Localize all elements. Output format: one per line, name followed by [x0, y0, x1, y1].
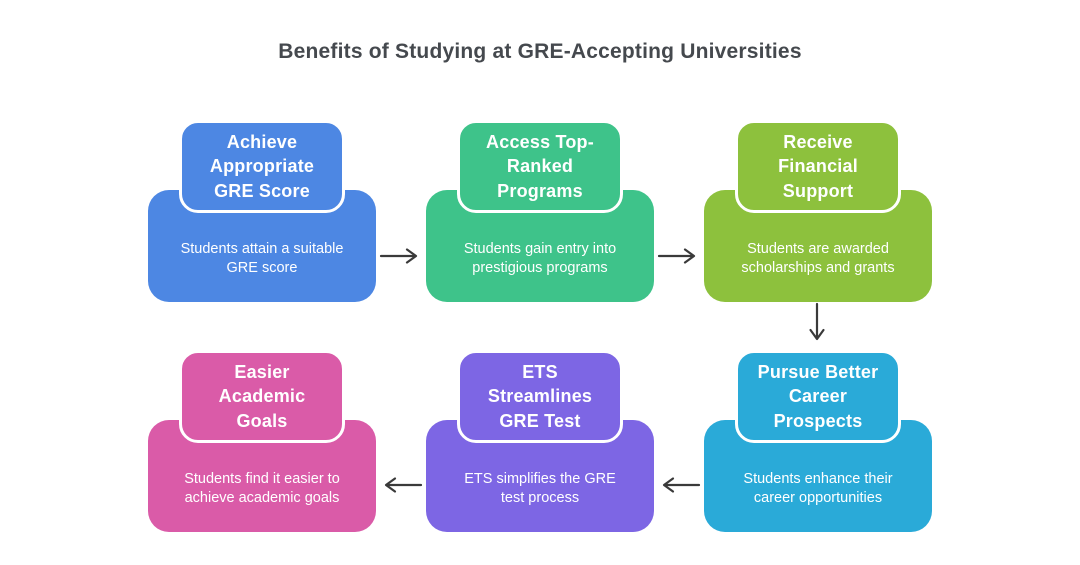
arrow-stroke [662, 477, 701, 493]
card-description: Students attain a suitable GRE score [180, 241, 344, 276]
card-heading-tab: Receive Financial Support [735, 120, 901, 213]
arrow-down-icon [809, 302, 825, 341]
arrow-left-icon [662, 477, 701, 493]
card-description: Students enhance their career opportunit… [743, 471, 893, 506]
arrow-left-icon [384, 477, 423, 493]
card-description: ETS simplifies the GRE test process [464, 471, 616, 506]
card-heading: Easier Academic Goals [218, 361, 306, 431]
card-easier-academic-goals: Easier Academic Goals Students find it e… [148, 350, 376, 532]
arrow-stroke [657, 248, 696, 264]
card-heading: Access Top- Ranked Programs [486, 131, 594, 201]
card-description: Students gain entry into prestigious pro… [463, 241, 617, 276]
card-pursue-better-career-prospects: Pursue Better Career Prospects Students … [704, 350, 932, 532]
arrow-stroke [379, 248, 418, 264]
page-title: Benefits of Studying at GRE-Accepting Un… [278, 40, 802, 63]
card-heading: Achieve Appropriate GRE Score [209, 131, 315, 201]
card-heading-tab: Pursue Better Career Prospects [735, 350, 901, 443]
card-heading: Receive Financial Support [778, 131, 858, 201]
card-access-top-ranked-programs: Access Top- Ranked Programs Students gai… [426, 120, 654, 302]
card-heading-tab: Easier Academic Goals [179, 350, 345, 443]
card-heading-tab: Achieve Appropriate GRE Score [179, 120, 345, 213]
card-heading: Pursue Better Career Prospects [757, 361, 879, 431]
card-ets-streamlines-gre-test: ETS Streamlines GRE Test ETS simplifies … [426, 350, 654, 532]
arrow-right-icon [657, 248, 696, 264]
card-achieve-appropriate-gre-score: Achieve Appropriate GRE Score Students a… [148, 120, 376, 302]
arrow-stroke [384, 477, 423, 493]
card-heading-tab: ETS Streamlines GRE Test [457, 350, 623, 443]
card-heading: ETS Streamlines GRE Test [487, 361, 593, 431]
card-heading-tab: Access Top- Ranked Programs [457, 120, 623, 213]
card-receive-financial-support: Receive Financial Support Students are a… [704, 120, 932, 302]
card-description: Students are awarded scholarships and gr… [741, 241, 895, 276]
arrow-stroke [809, 302, 825, 341]
arrow-right-icon [379, 248, 418, 264]
card-description: Students find it easier to achieve acade… [184, 471, 340, 506]
